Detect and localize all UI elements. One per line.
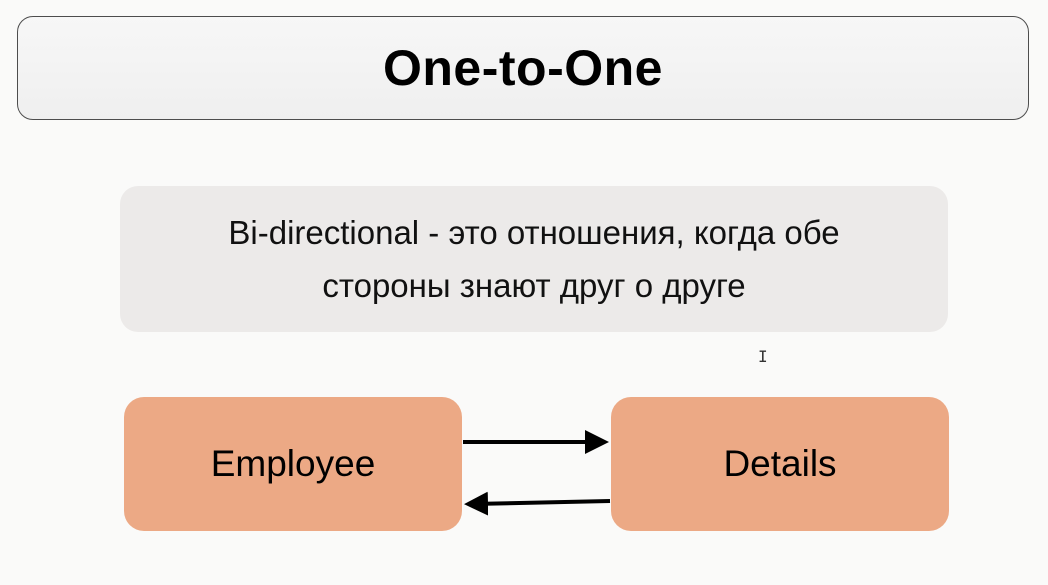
details-entity-box: Details [611, 397, 949, 531]
employee-entity-box: Employee [124, 397, 462, 531]
description-box: Bi-directional - это отношения, когда об… [120, 186, 948, 332]
slide-title: One-to-One [383, 40, 663, 96]
description-text: Bi-directional - это отношения, когда об… [228, 213, 840, 304]
details-label: Details [723, 443, 837, 484]
title-box: One-to-One [17, 16, 1029, 120]
text-cursor-icon: I [758, 347, 768, 366]
arrow-details-to-employee [464, 491, 611, 516]
employee-label: Employee [210, 443, 376, 484]
